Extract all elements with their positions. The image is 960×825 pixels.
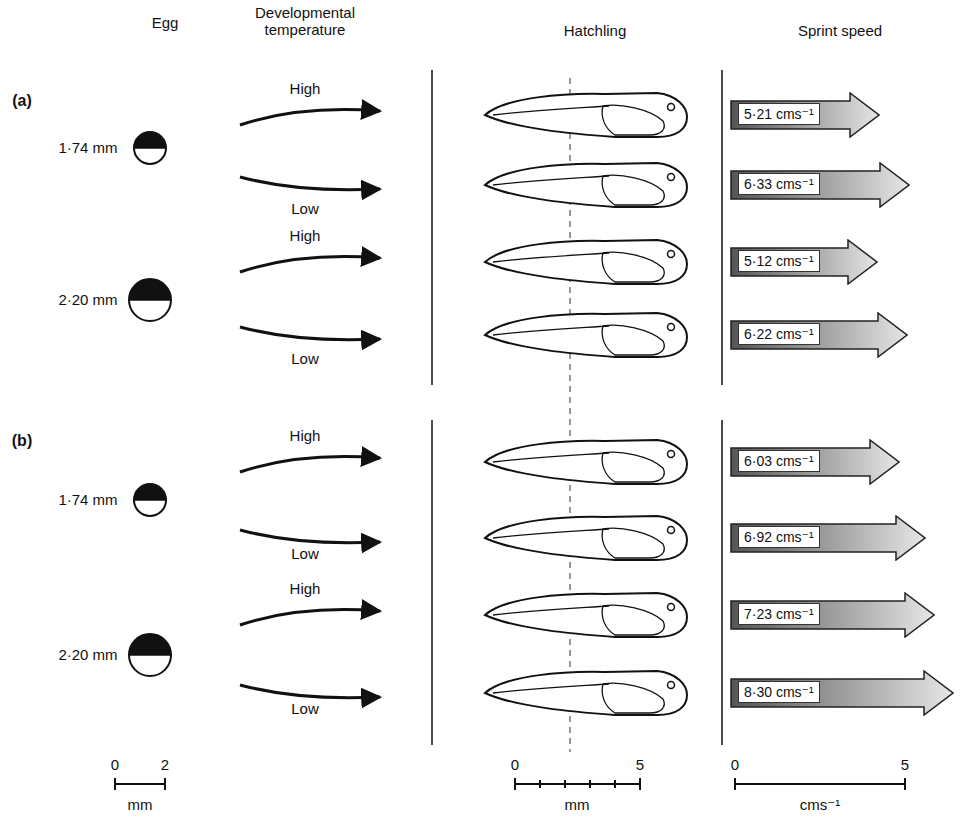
speed-arrow: 6·03 cms⁻¹	[730, 439, 900, 485]
egg-diameter: 1·74 mm	[58, 491, 117, 508]
temperature-label: Low	[291, 700, 319, 717]
speed-arrow: 7·23 cms⁻¹	[730, 592, 935, 638]
temperature-label: Low	[291, 200, 319, 217]
speed-value: 5·12 cms⁻¹	[738, 250, 820, 272]
speed-value: 6·33 cms⁻¹	[738, 173, 820, 195]
column-heading: Sprint speed	[798, 22, 882, 39]
temperature-label: High	[290, 227, 321, 244]
temperature-label: High	[290, 80, 321, 97]
speed-arrow: 6·22 cms⁻¹	[730, 312, 908, 358]
column-heading: Hatchling	[564, 22, 627, 39]
speed-value: 6·22 cms⁻¹	[738, 323, 820, 345]
scale-number: 0	[111, 756, 119, 773]
speed-value: 6·03 cms⁻¹	[738, 450, 820, 472]
column-heading: Egg	[152, 14, 179, 31]
egg-diameter: 1·74 mm	[58, 139, 117, 156]
temperature-label: Low	[291, 545, 319, 562]
speed-value: 8·30 cms⁻¹	[738, 681, 820, 703]
panel-label: (b)	[12, 432, 32, 450]
speed-arrow: 6·92 cms⁻¹	[730, 515, 926, 561]
column-heading: Developmental temperature	[240, 4, 370, 39]
speed-arrow: 5·12 cms⁻¹	[730, 239, 878, 285]
panel-label: (a)	[12, 92, 32, 110]
scale-unit: mm	[565, 796, 590, 813]
scale-number: 0	[731, 756, 739, 773]
speed-arrow: 6·33 cms⁻¹	[730, 162, 910, 208]
speed-value: 7·23 cms⁻¹	[738, 603, 820, 625]
scale-number: 5	[636, 756, 644, 773]
speed-arrow: 5·21 cms⁻¹	[730, 92, 880, 138]
egg-diameter: 2·20 mm	[58, 291, 117, 308]
speed-value: 5·21 cms⁻¹	[738, 103, 820, 125]
scale-number: 0	[511, 756, 519, 773]
scale-number: 2	[161, 756, 169, 773]
scale-unit: cms⁻¹	[800, 796, 840, 813]
temperature-label: Low	[291, 350, 319, 367]
speed-value: 6·92 cms⁻¹	[738, 526, 820, 548]
egg-diameter: 2·20 mm	[58, 646, 117, 663]
temperature-label: High	[290, 427, 321, 444]
scale-unit: mm	[128, 796, 153, 813]
scale-number: 5	[901, 756, 909, 773]
temperature-label: High	[290, 580, 321, 597]
speed-arrow: 8·30 cms⁻¹	[730, 670, 954, 716]
